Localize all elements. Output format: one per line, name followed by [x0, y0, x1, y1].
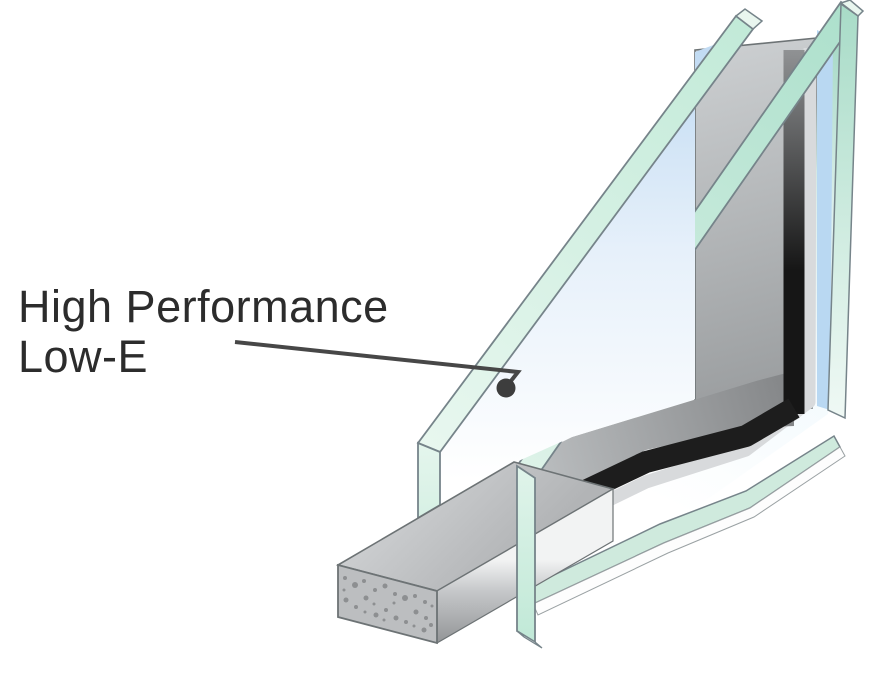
callout	[234, 340, 522, 398]
back-pane-cut-foot	[516, 630, 543, 649]
back-pane-right-edge	[827, 2, 859, 420]
callout-label: High Performance Low-E	[18, 282, 389, 382]
spacer-bar-end-face	[337, 563, 438, 645]
front-pane-glass	[416, 8, 764, 520]
callout-dot	[496, 378, 516, 398]
front-pane-surface	[440, 31, 750, 508]
spacer-bottom-member	[514, 371, 794, 510]
desiccant-spacer-bar	[335, 461, 616, 645]
glass-reflection-sliver	[817, 30, 833, 410]
back-pane-cut-edge	[516, 464, 543, 649]
front-pane-tip	[734, 8, 764, 30]
back-pane-bottom-outer-face	[532, 446, 846, 616]
callout-label-line2: Low-E	[18, 331, 149, 382]
desiccant-speckles	[342, 576, 434, 633]
callout-label-line1: High Performance	[18, 281, 389, 332]
